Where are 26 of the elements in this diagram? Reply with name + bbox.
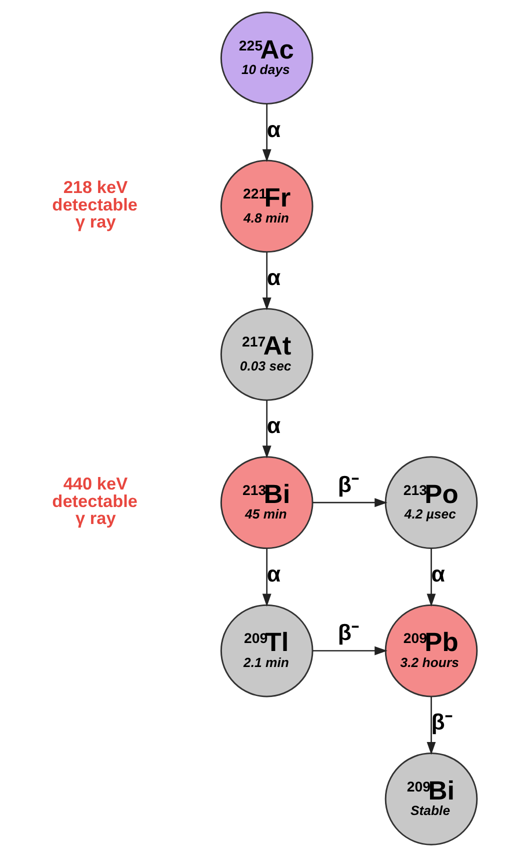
arrow	[426, 696, 436, 755]
arrow	[312, 646, 387, 656]
arrow	[426, 548, 436, 607]
edge-label: β⁻	[430, 710, 452, 735]
node-circle: $^{213}$Po 4.2 µsec	[384, 456, 478, 550]
arrow	[262, 400, 271, 458]
node-circle: $^{217}$At 0.03 sec	[220, 308, 313, 401]
node-circle: $^{209}$Pb 3.2 hours	[384, 604, 478, 698]
arrow	[262, 548, 271, 607]
node-circle: $^{209}$Bi Stable	[384, 752, 478, 846]
edge-label: α	[430, 561, 444, 586]
arrow	[262, 252, 271, 310]
label: 218 keV detectable γ ray	[52, 177, 138, 232]
edge-label: β⁻	[337, 472, 360, 498]
edge-label: α	[266, 116, 280, 142]
arrow	[262, 104, 271, 162]
node-circle: $^{221}$Fr 4.8 min	[220, 160, 313, 253]
label: 440 keV detectable γ ray	[52, 474, 138, 528]
node-circle: $^{225}$Ac 10 days	[220, 12, 313, 104]
arrow	[312, 498, 387, 508]
edge-label: α	[266, 413, 280, 438]
edge-label: α	[266, 264, 280, 290]
edge-label: α	[266, 561, 280, 586]
edge-label: β⁻	[337, 620, 360, 646]
node-circle: $^{209}$Tl 2.1 min	[220, 604, 313, 698]
node-circle: $^{213}$Bi 45 min	[220, 456, 313, 550]
